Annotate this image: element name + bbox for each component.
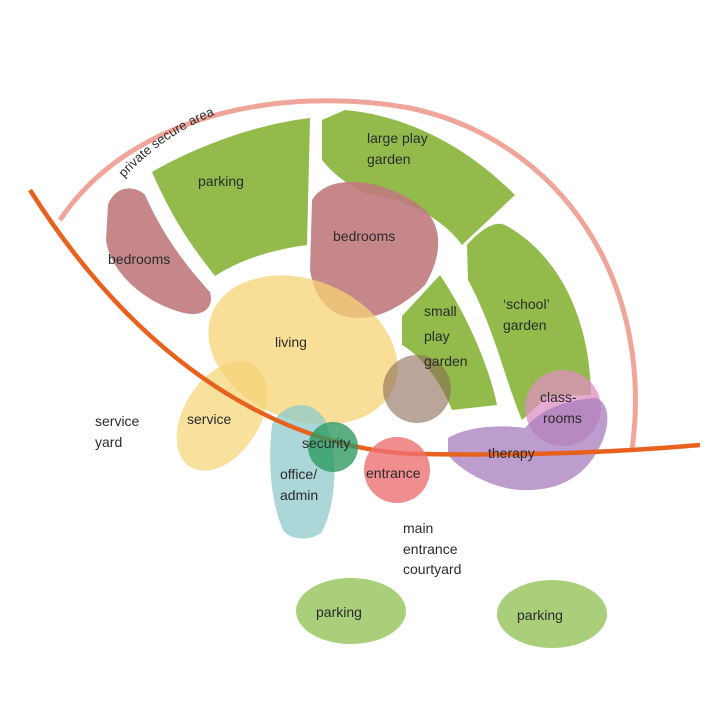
label-courtyard-2: entrance: [403, 541, 458, 557]
label-courtyard-1: main: [403, 520, 433, 536]
zone-bedrooms-left: [106, 188, 211, 314]
zone-parking-bottom-right: [497, 580, 607, 648]
label-courtyard-3: courtyard: [403, 561, 461, 577]
zone-security: [308, 422, 358, 472]
zone-junction: [383, 355, 451, 423]
zone-bedrooms-center: [310, 181, 439, 318]
zone-large-play-garden: [322, 110, 515, 245]
label-service-yard-2: yard: [95, 434, 122, 450]
label-large-play-garden-1: large play: [367, 130, 428, 146]
zone-therapy: [448, 398, 608, 491]
label-parking-bottom-right: parking: [517, 607, 563, 623]
label-entrance: entrance: [366, 465, 421, 481]
label-small-play-garden-2: play: [424, 328, 450, 344]
label-bedrooms-center: bedrooms: [333, 228, 395, 244]
zone-small-play-garden: [402, 275, 497, 410]
label-classrooms-2: rooms: [543, 410, 582, 426]
label-school-garden-1: ‘school’: [503, 296, 550, 312]
label-security: security: [302, 435, 350, 451]
zone-parking-top: [152, 118, 310, 276]
secure-area-boundary: [57, 98, 638, 451]
label-small-play-garden-1: small: [424, 303, 457, 319]
label-office-admin-1: office/: [280, 466, 317, 482]
label-small-play-garden-3: garden: [424, 353, 468, 369]
label-living: living: [275, 334, 307, 350]
label-bedrooms-left: bedrooms: [108, 251, 170, 267]
label-parking-top: parking: [198, 173, 244, 189]
label-service-yard-1: service: [95, 413, 140, 429]
zone-service: [176, 361, 268, 471]
label-office-admin-2: admin: [280, 487, 318, 503]
label-classrooms-1: class-: [540, 389, 577, 405]
label-parking-bottom-left: parking: [316, 604, 362, 620]
zone-entrance: [364, 437, 430, 503]
label-service: service: [187, 411, 232, 427]
label-large-play-garden-2: garden: [367, 151, 411, 167]
label-school-garden-2: garden: [503, 317, 547, 333]
label-therapy: therapy: [488, 445, 535, 461]
zone-parking-bottom-left: [296, 578, 406, 644]
